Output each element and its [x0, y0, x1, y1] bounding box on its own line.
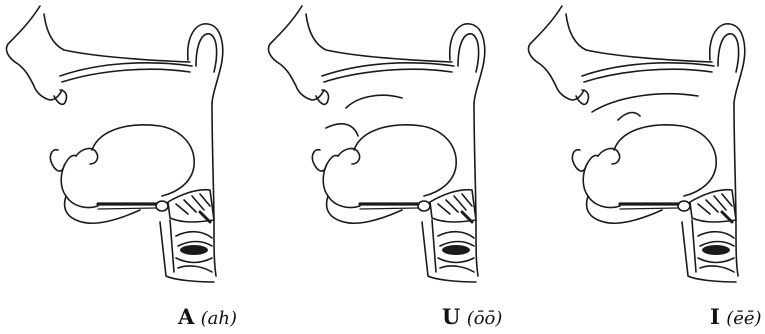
caption-a-sound: (ah)	[201, 308, 237, 329]
panel-u-diagram	[268, 6, 484, 282]
panel-i-diagram	[528, 6, 744, 282]
caption-u-sound: (ōō)	[467, 308, 503, 329]
panel-a-diagram	[6, 6, 222, 282]
caption-u: U (ōō)	[442, 304, 502, 329]
caption-i: I (ēē)	[710, 304, 762, 329]
caption-i-letter: I	[710, 304, 720, 329]
caption-i-sound: (ēē)	[726, 308, 761, 329]
caption-a-letter: A	[178, 304, 194, 329]
caption-a: A (ah)	[178, 304, 237, 329]
caption-u-letter: U	[442, 304, 460, 329]
